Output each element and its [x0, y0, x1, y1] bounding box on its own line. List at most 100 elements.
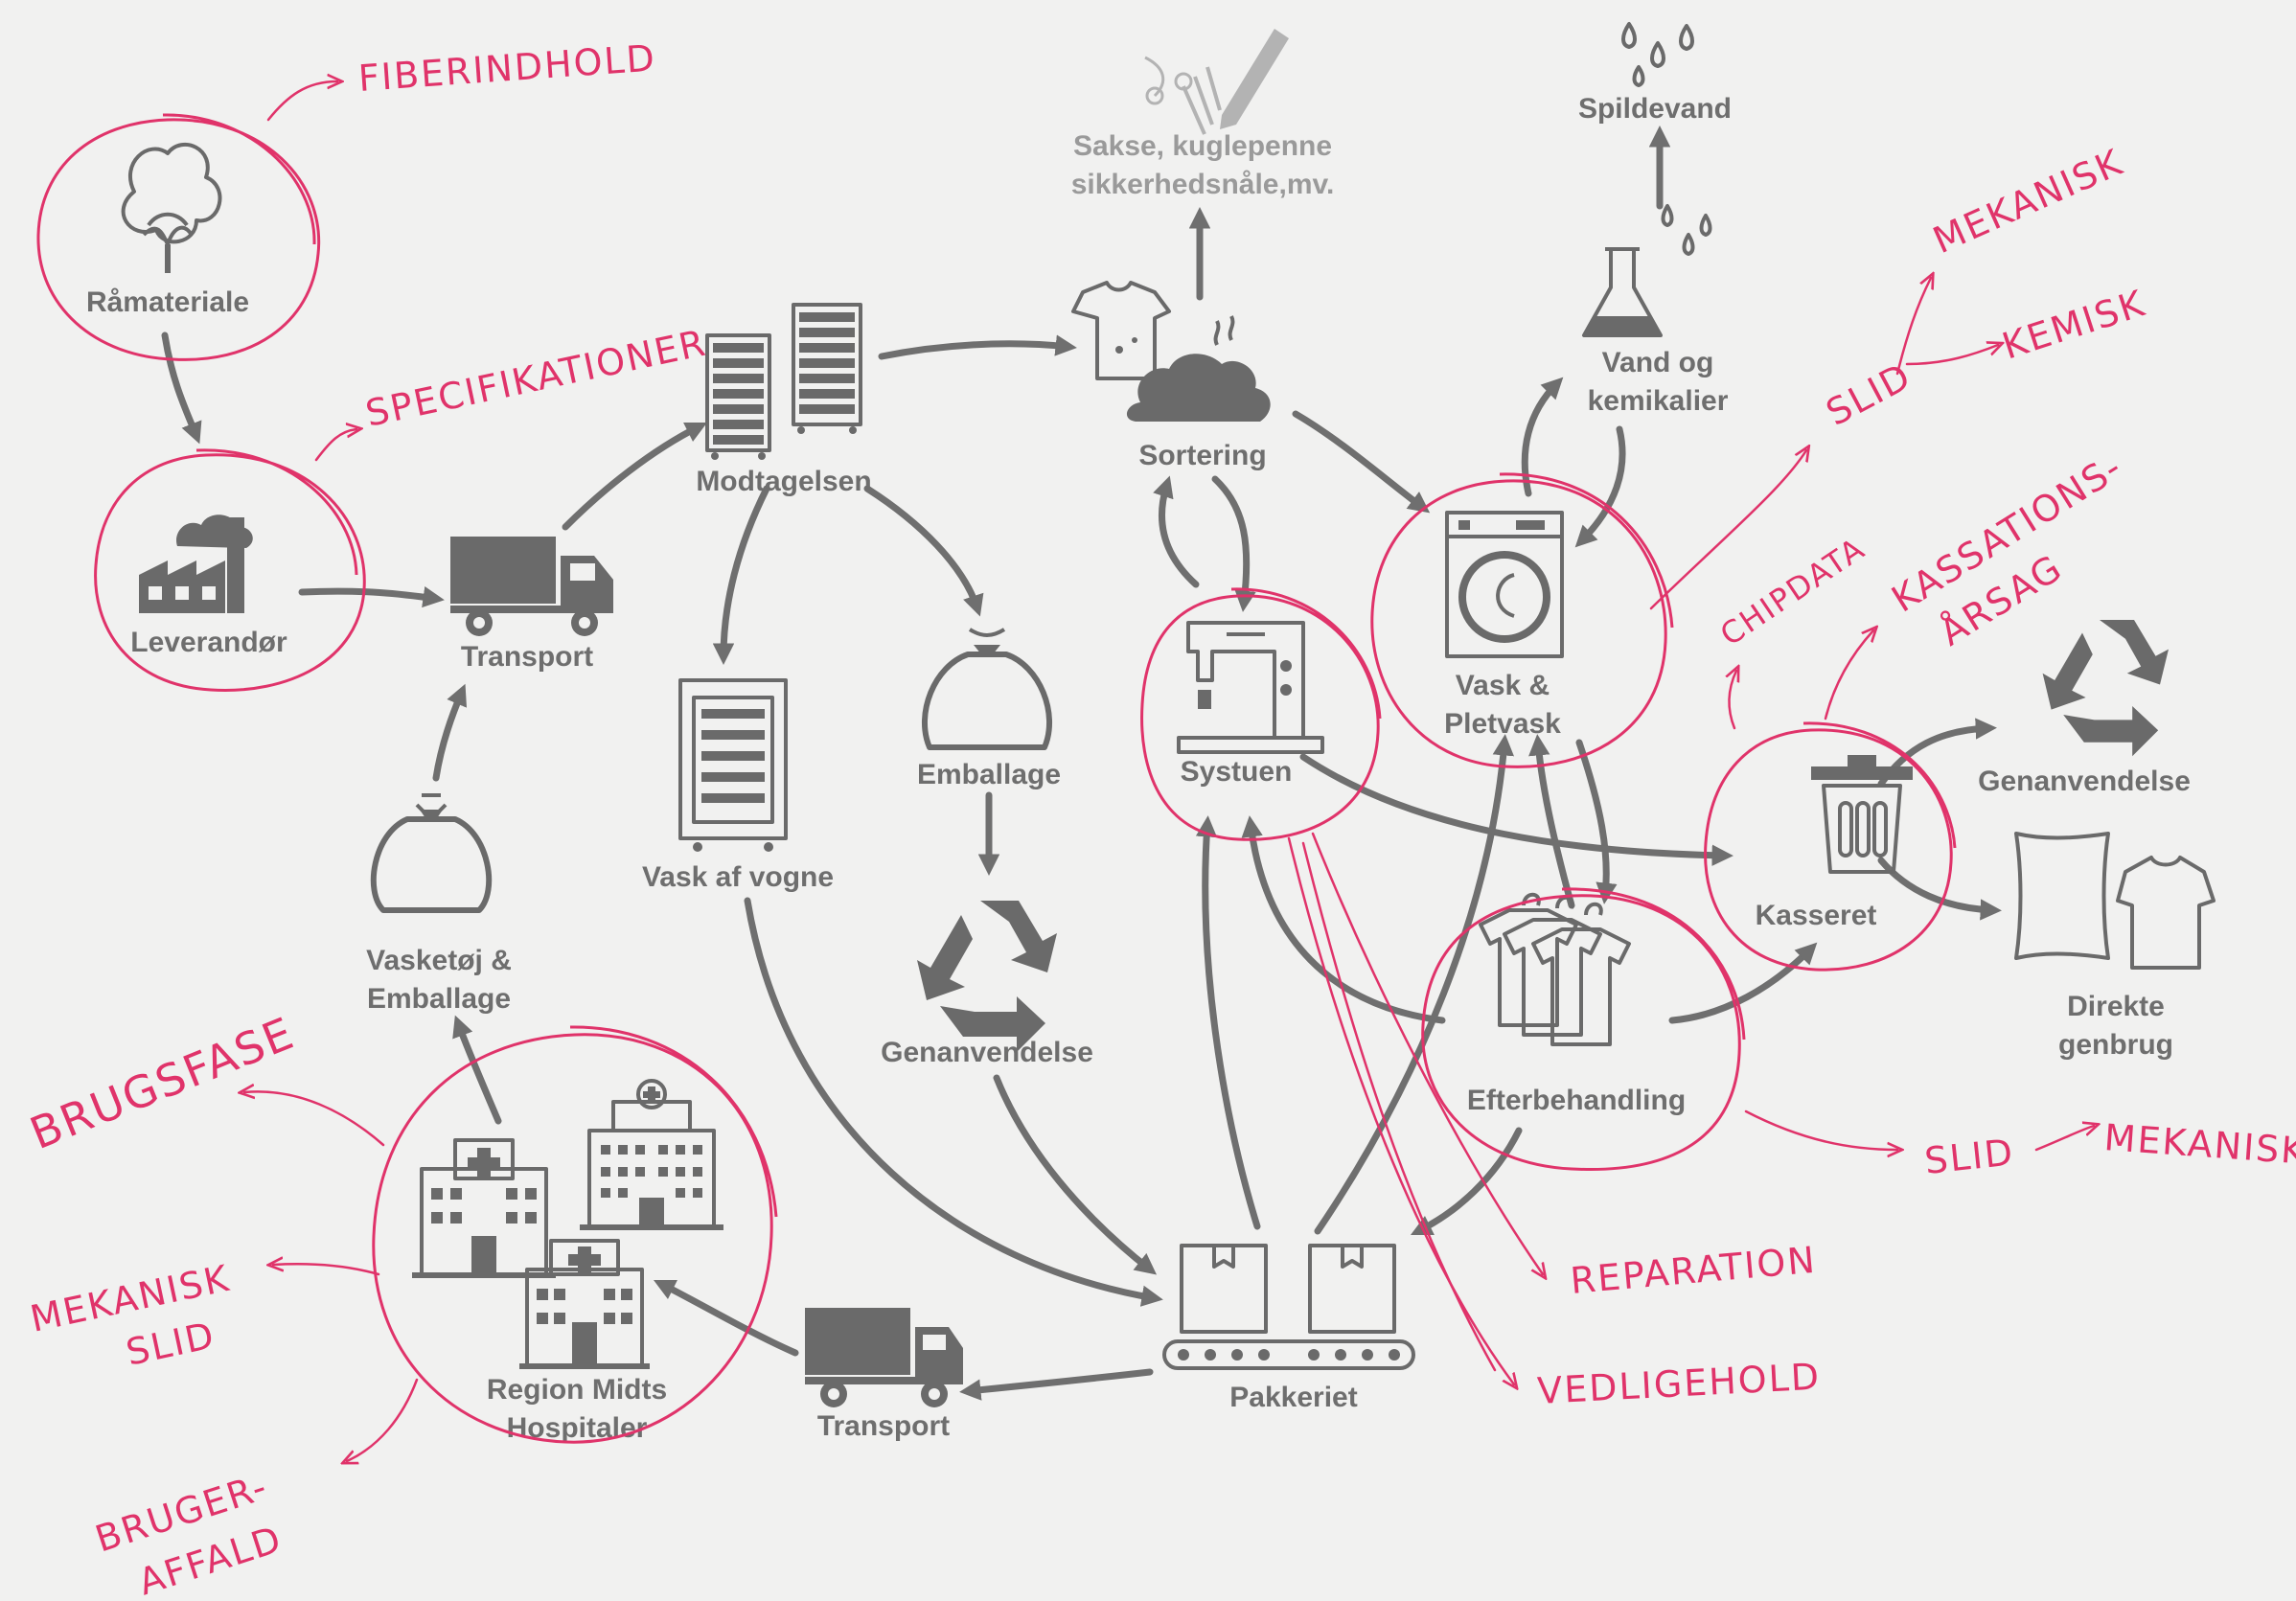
note-mekanisk-slid-2: SLID — [123, 1314, 219, 1374]
arrow-kasseret-direkte — [1877, 857, 2002, 921]
arrow-genanvendelse-pakkeriet — [993, 1074, 1158, 1275]
washing-machine-icon — [1445, 511, 1564, 658]
label-sortering: Sortering — [1138, 440, 1266, 471]
ring-efterbehandling — [1421, 887, 1746, 1172]
trash-can-icon — [1811, 755, 1913, 874]
chemical-drops-icon — [1661, 204, 1712, 256]
flask-icon — [1582, 247, 1663, 337]
recycle-icon-middle — [917, 901, 1057, 1052]
truck-icon-top — [450, 537, 613, 636]
hospital-icon-2 — [580, 1079, 723, 1230]
label-sakse-1: Sakse, kuglepenne — [1073, 130, 1332, 162]
truck-icon-bottom — [805, 1308, 963, 1407]
arrow-modtagelsen-vogne — [712, 485, 770, 665]
label-vand-1: Vand og — [1602, 347, 1714, 378]
arrow-leverandoer-transport — [298, 586, 445, 608]
pillow-shirt-icon — [2014, 832, 2216, 970]
note-kemisk: KEMISK — [1997, 282, 2150, 367]
arrow-vand-vask — [1574, 425, 1626, 548]
label-genanvendelse-mid: Genanvendelse — [881, 1037, 1093, 1068]
arrow-modtagelsen-sortering — [878, 334, 1077, 360]
ring-raamateriale — [36, 113, 321, 361]
note-specifikationer: SPECIFIKATIONER — [362, 321, 711, 434]
flow-arrows — [161, 126, 2002, 1401]
arrow-systuen-kasseret — [1299, 753, 1733, 866]
arrow-pakkeriet-vask — [1314, 734, 1515, 1235]
node-labels: Råmateriale Leverandør Transport Vasketø… — [86, 93, 2191, 1444]
annotation-pointers — [244, 81, 2094, 1461]
arrow-vogne-pakkeriet — [744, 897, 1163, 1307]
arrow-transport-modtagelsen — [562, 422, 708, 531]
arrow-vasketoej-transport — [432, 683, 468, 782]
label-direkte-1: Direkte — [2067, 991, 2165, 1022]
recycle-icon-right — [2042, 620, 2169, 757]
hanging-shirts-icon — [1479, 892, 1631, 1046]
arrow-sortering-vask — [1292, 410, 1431, 514]
arrow-vask-efterbehandling — [1575, 739, 1618, 904]
arrow-raamateriale-leverandoer — [161, 332, 202, 445]
arrow-hospital-vasketoej — [452, 1015, 502, 1125]
arrow-systuen-sortering — [1153, 475, 1200, 588]
arrow-pakkeriet-systuen — [1195, 815, 1261, 1230]
note-vedligehold: VEDLIGEHOLD — [1536, 1356, 1822, 1412]
label-leverandoer: Leverandør — [130, 627, 287, 658]
label-hospitaler-2: Hospitaler — [507, 1412, 648, 1444]
label-modtagelsen: Modtagelsen — [696, 466, 871, 497]
label-systuen: Systuen — [1181, 756, 1293, 788]
label-vasketoej-1: Vasketøj & — [366, 945, 512, 976]
cotton-icon — [121, 142, 222, 273]
label-spildevand: Spildevand — [1578, 93, 1732, 125]
ring-hospitaler — [372, 1025, 778, 1444]
label-genanvendelse-right: Genanvendelse — [1978, 766, 2191, 797]
ring-systuen — [1140, 587, 1382, 841]
label-direkte-2: genbrug — [2058, 1029, 2173, 1061]
hospital-icon-1 — [412, 1138, 556, 1278]
ring-leverandoer — [94, 448, 366, 692]
label-raamateriale: Råmateriale — [86, 286, 249, 318]
note-slid-top: SLID — [1820, 355, 1918, 434]
arrow-sortering-systuen — [1211, 475, 1256, 612]
garbage-bag-icon — [922, 628, 1052, 750]
note-reparation: REPARATION — [1569, 1239, 1818, 1302]
cabinet-icon-1 — [705, 333, 771, 460]
note-mekanisk-bottom: MEKANISK — [2102, 1116, 2296, 1173]
label-pakkeriet: Pakkeriet — [1229, 1382, 1357, 1413]
label-emballage: Emballage — [917, 759, 1061, 790]
label-kasseret: Kasseret — [1756, 900, 1877, 931]
sorting-icon — [1071, 281, 1271, 422]
water-drops-icon — [1621, 22, 1694, 87]
label-hospitaler-1: Region Midts — [487, 1374, 667, 1406]
label-vand-2: kemikalier — [1588, 385, 1729, 417]
factory-icon — [139, 515, 253, 613]
highlight-circles — [36, 113, 1957, 1444]
conveyor-boxes-icon — [1162, 1244, 1415, 1370]
label-vask-2: Pletvask — [1444, 708, 1561, 740]
arrow-efterbehandling-systuen — [1241, 815, 1446, 1024]
note-brugsfase: BRUGSFASE — [23, 1007, 302, 1159]
cabinet-icon-2 — [792, 303, 862, 434]
label-sakse-2: sikkerhedsnåle,mv. — [1071, 169, 1335, 200]
arrow-modtagelsen-emballage — [863, 485, 984, 617]
sewing-machine-icon — [1177, 621, 1324, 754]
scissors-pens-icon — [1144, 29, 1289, 135]
note-slid-bottom: SLID — [1922, 1131, 2016, 1182]
label-vask-af-vogne: Vask af vogne — [642, 861, 834, 893]
note-fiberindhold: FIBERINDHOLD — [357, 36, 658, 100]
annotation-texts: FIBERINDHOLD SPECIFIKATIONER BRUGSFASE M… — [23, 36, 2296, 1601]
arrow-efterbehandling-vask — [1528, 734, 1575, 909]
arrow-vask-vand — [1521, 377, 1564, 497]
arrow-efterbehandling-pakkeriet — [1410, 1127, 1523, 1236]
arrow-pakkeriet-transport — [959, 1368, 1154, 1401]
ring-kasseret — [1704, 721, 1957, 972]
note-mekanisk-top: MEKANISK — [1927, 141, 2129, 262]
label-vask-1: Vask & — [1456, 670, 1550, 701]
hospital-icon-3 — [519, 1239, 650, 1369]
arrow-transport-hospital — [653, 1279, 799, 1357]
arrow-efterbehandling-kasseret — [1668, 942, 1818, 1024]
label-transport-top: Transport — [461, 641, 593, 673]
label-vasketoej-2: Emballage — [367, 983, 511, 1015]
label-transport-bottom: Transport — [817, 1410, 950, 1442]
label-efterbehandling: Efterbehandling — [1467, 1085, 1686, 1116]
